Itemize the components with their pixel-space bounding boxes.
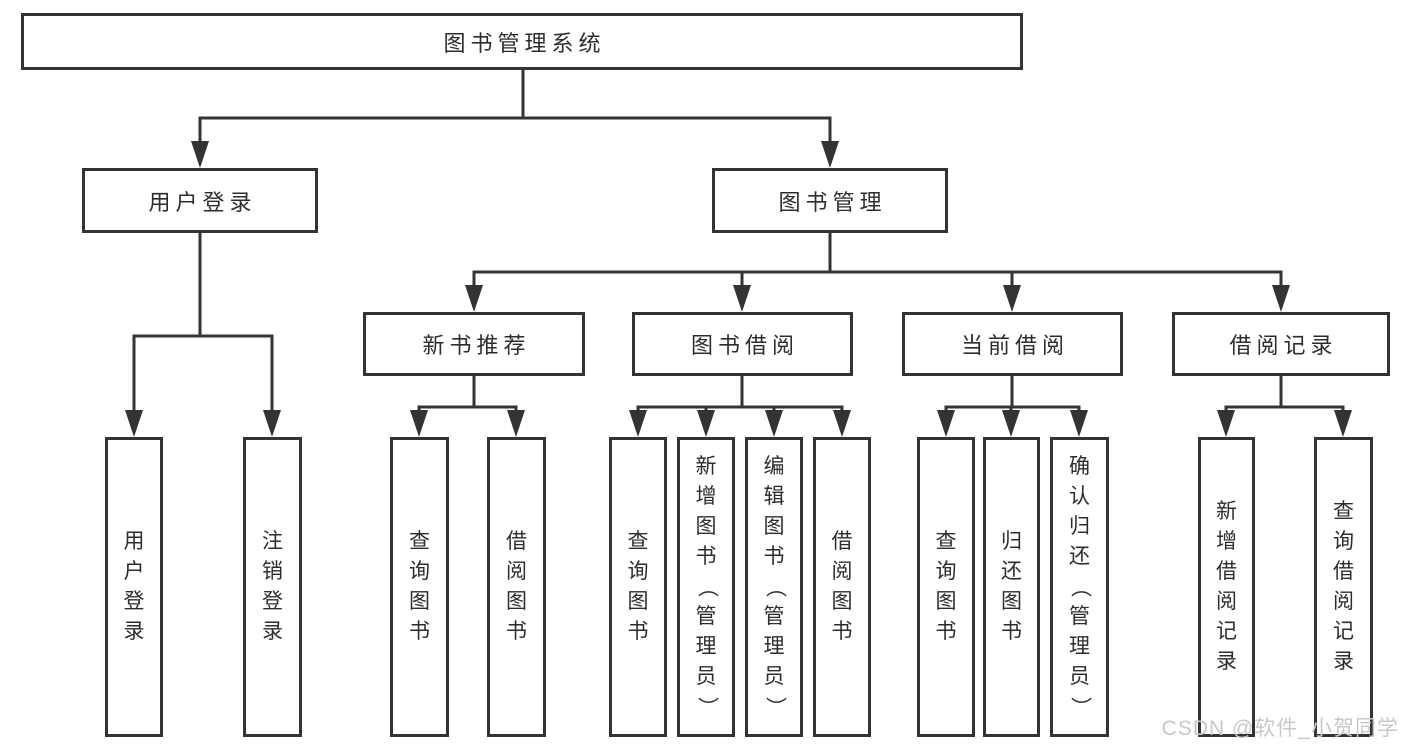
leaf-nb-query-books: 查询图书 (390, 437, 449, 737)
leaf-cb-query-books: 查询图书 (917, 437, 975, 737)
node-borrow-records-label: 借阅记录 (1229, 333, 1338, 358)
leaf-user-login-label: 用户登录 (123, 530, 145, 643)
leaf-cb-query-books-label: 查询图书 (935, 530, 957, 643)
leaf-br-query-record-label: 查询借阅记录 (1333, 500, 1354, 673)
leaf-cb-confirm-return-admin-label: 确认归还（管理员） (1068, 455, 1092, 718)
leaf-cb-confirm-return-admin: 确认归还（管理员） (1050, 437, 1109, 737)
node-new-book-recommend-label: 新书推荐 (422, 333, 531, 358)
node-root: 图书管理系统 (21, 13, 1023, 70)
leaf-bb-borrow-books: 借阅图书 (813, 437, 871, 737)
node-book-borrow-label: 图书借阅 (690, 333, 799, 358)
leaf-logout: 注销登录 (243, 437, 302, 737)
node-new-book-recommend: 新书推荐 (363, 312, 585, 376)
leaf-cb-return-books-label: 归还图书 (1001, 530, 1022, 643)
leaf-bb-add-books-admin: 新增图书（管理员） (677, 437, 735, 737)
leaf-bb-edit-books-admin: 编辑图书（管理员） (745, 437, 803, 737)
leaf-bb-edit-books-admin-label: 编辑图书（管理员） (763, 455, 786, 718)
leaf-user-login: 用户登录 (105, 437, 163, 737)
leaf-cb-return-books: 归还图书 (983, 437, 1040, 737)
leaf-bb-borrow-books-label: 借阅图书 (831, 530, 853, 643)
node-borrow-records: 借阅记录 (1172, 312, 1390, 376)
node-book-borrow: 图书借阅 (632, 312, 853, 376)
leaf-br-add-record: 新增借阅记录 (1198, 437, 1255, 737)
node-book-management: 图书管理 (712, 168, 948, 233)
leaf-bb-query-books: 查询图书 (609, 437, 667, 737)
leaf-logout-label: 注销登录 (262, 530, 283, 643)
leaf-nb-borrow-books-label: 借阅图书 (506, 530, 527, 643)
node-root-label: 图书管理系统 (443, 30, 606, 56)
node-current-borrow: 当前借阅 (902, 312, 1123, 376)
node-user-login: 用户登录 (82, 168, 318, 233)
leaf-nb-borrow-books: 借阅图书 (487, 437, 546, 737)
node-book-management-label: 图书管理 (778, 189, 887, 215)
leaf-nb-query-books-label: 查询图书 (409, 530, 430, 643)
leaf-br-query-record: 查询借阅记录 (1314, 437, 1373, 737)
watermark: CSDN @软件_小贺同学 (1161, 717, 1399, 740)
leaf-bb-add-books-admin-label: 新增图书（管理员） (695, 455, 718, 718)
node-user-login-label: 用户登录 (148, 189, 257, 215)
leaf-br-add-record-label: 新增借阅记录 (1216, 500, 1237, 673)
node-current-borrow-label: 当前借阅 (960, 333, 1069, 358)
leaf-bb-query-books-label: 查询图书 (627, 530, 649, 643)
